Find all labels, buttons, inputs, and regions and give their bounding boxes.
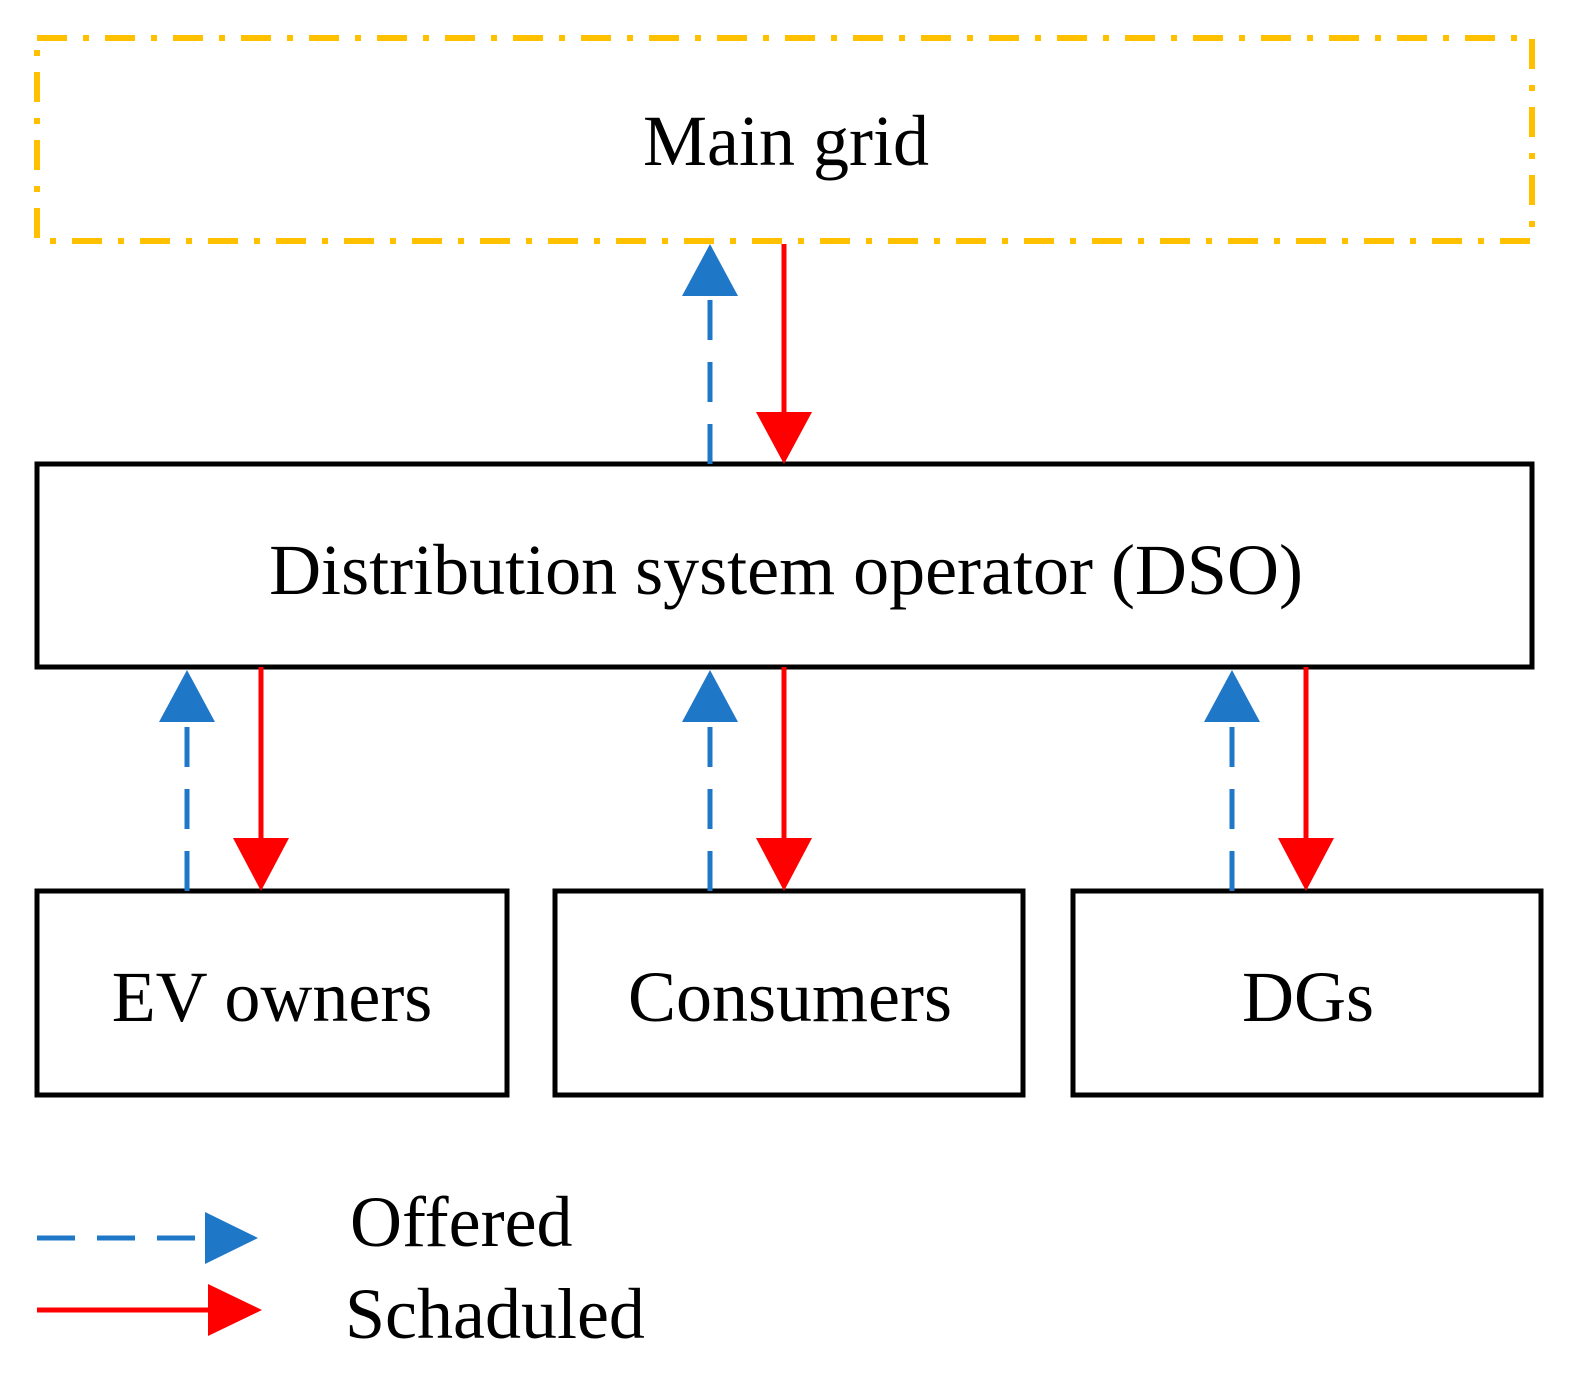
scheduled-arrowhead-dso-top — [756, 412, 812, 464]
legend-offered-label: Offered — [350, 1182, 573, 1262]
scheduled-arrowhead-ev-owners — [233, 838, 289, 891]
consumers-label: Consumers — [628, 957, 952, 1037]
scheduled-arrowhead-consumers — [756, 838, 812, 891]
ev-owners-label: EV owners — [112, 957, 433, 1037]
consumers-node: Consumers — [552, 888, 1026, 1098]
main-grid-label: Main grid — [643, 101, 929, 181]
offered-arrowhead-dso-ev — [159, 670, 215, 722]
consumers-box — [552, 888, 1026, 1098]
legend-scheduled-arrowhead — [208, 1284, 262, 1336]
dgs-node: DGs — [1070, 888, 1544, 1098]
dgs-box — [1070, 888, 1544, 1098]
dgs-label: DGs — [1242, 957, 1374, 1037]
legend-offered-arrowhead — [205, 1212, 258, 1264]
dso-node: Distribution system operator (DSO) — [34, 461, 1535, 670]
legend-scheduled: Schaduled — [37, 1274, 645, 1354]
legend-scheduled-label: Schaduled — [345, 1274, 645, 1354]
ev-owners-box — [34, 888, 510, 1098]
legend: Offered Schaduled — [37, 1182, 645, 1354]
ev-owners-node: EV owners — [34, 888, 510, 1098]
offered-arrowhead-dso-consumers — [682, 670, 738, 722]
legend-offered: Offered — [37, 1182, 573, 1264]
dso-box — [34, 461, 1535, 670]
scheduled-arrowhead-dgs — [1278, 838, 1334, 891]
offered-arrowhead-dso-dgs — [1204, 670, 1260, 722]
dso-label: Distribution system operator (DSO) — [269, 530, 1303, 610]
main-grid-node: Main grid — [34, 35, 1535, 244]
offered-arrowhead-main-grid — [682, 244, 738, 296]
